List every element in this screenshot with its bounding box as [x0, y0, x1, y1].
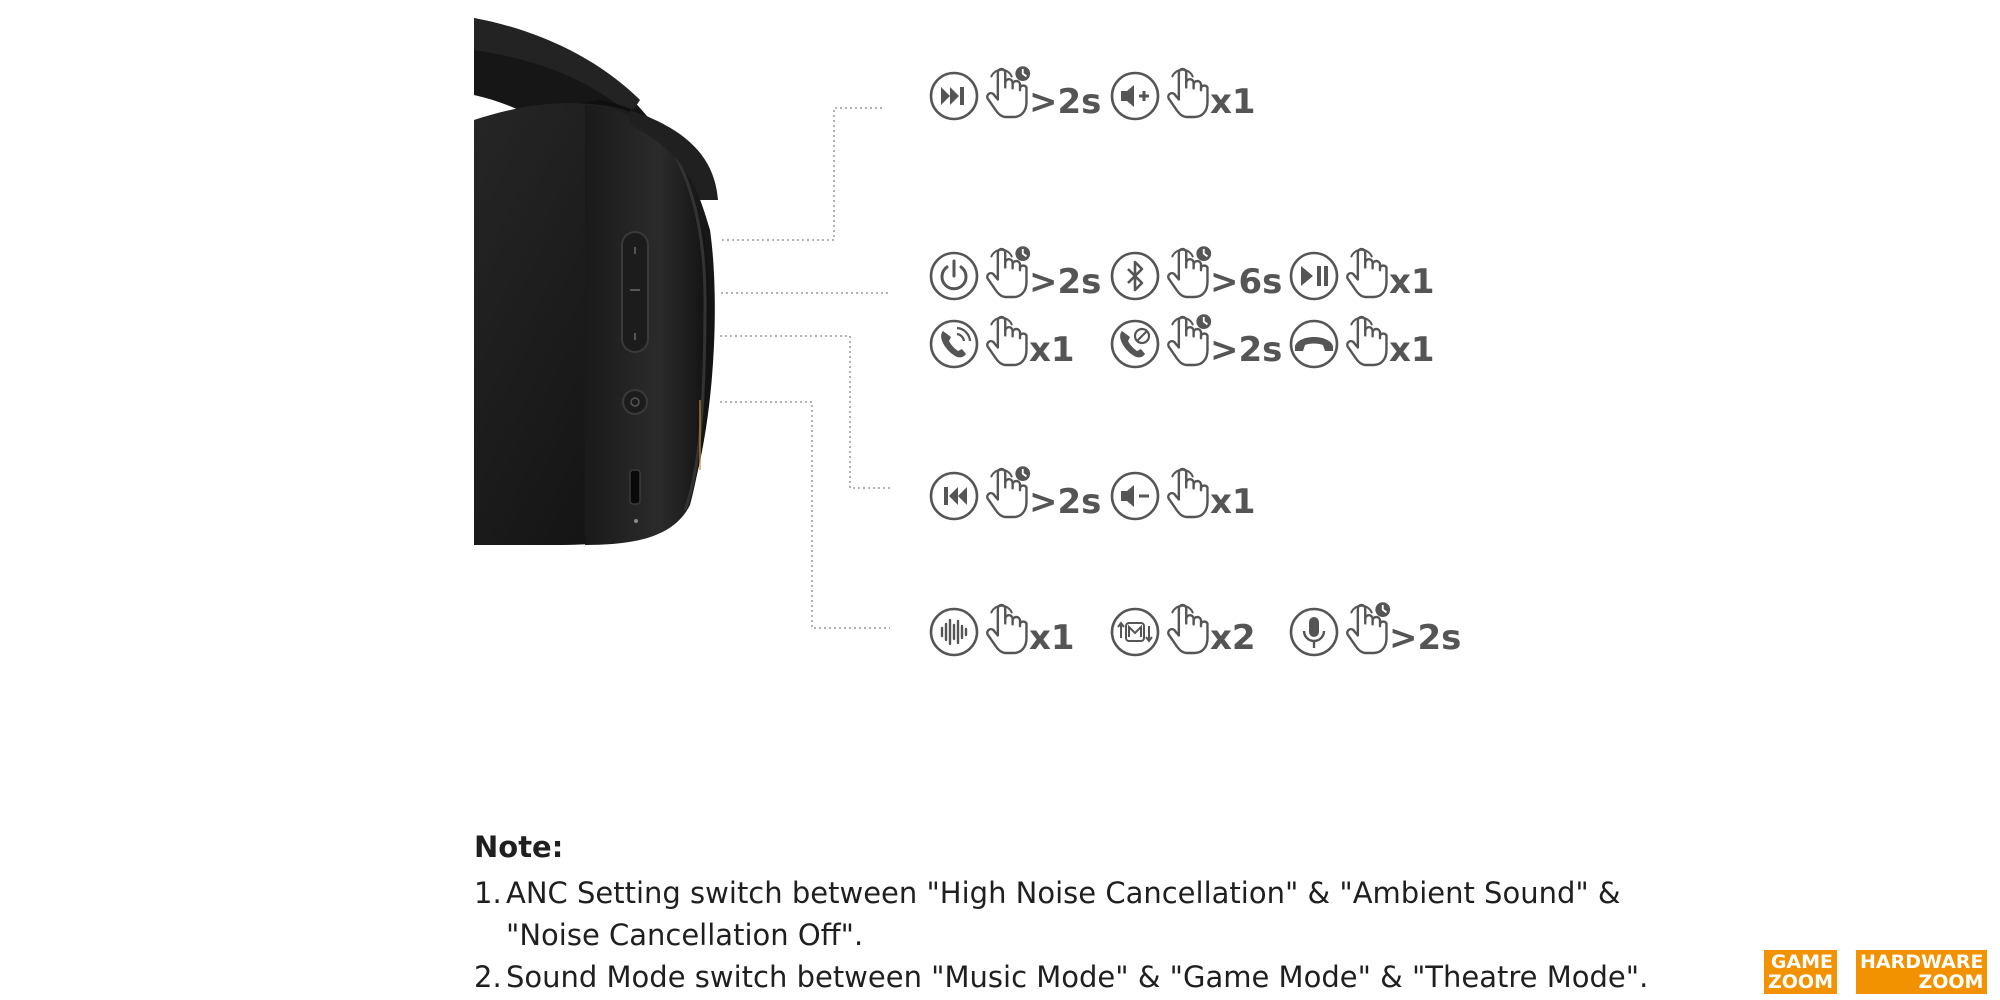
leader-line-volume-up	[720, 107, 882, 241]
note-title: Note:	[474, 830, 564, 864]
control-group: x1	[1288, 312, 1468, 372]
next-track-icon	[929, 71, 979, 121]
press-hand-icon	[1346, 247, 1388, 299]
play-pause-icon	[1289, 251, 1339, 301]
sound-mode-icon	[1110, 607, 1160, 657]
volume-down-icon	[1110, 471, 1160, 521]
bluetooth-icon	[1110, 251, 1160, 301]
press-count: >2s	[1210, 330, 1283, 370]
note-section: Note: 1.ANC Setting switch between "High…	[474, 822, 1674, 998]
press-hand-icon	[1167, 603, 1209, 655]
leader-lines	[720, 107, 890, 629]
press-hold-hand-icon	[1167, 314, 1212, 367]
control-group: >6s	[1109, 244, 1289, 304]
control-group: x2	[1109, 600, 1289, 660]
control-group: >2s	[1109, 312, 1289, 372]
control-group: x1	[1109, 64, 1289, 124]
press-count: >2s	[1029, 482, 1102, 522]
note-item-number: 2.	[474, 960, 502, 994]
press-count: >2s	[1029, 262, 1102, 302]
note-item-line: ANC Setting switch between "High Noise C…	[506, 876, 1621, 910]
control-group: >2s	[928, 244, 1108, 304]
note-item-number: 1.	[474, 876, 502, 910]
control-group: >2s	[928, 464, 1108, 524]
press-hand-icon	[1167, 67, 1209, 119]
control-group: >2s	[928, 64, 1108, 124]
note-item-line: "Noise Cancellation Off".	[506, 918, 864, 952]
press-count: x1	[1210, 482, 1256, 522]
press-hand-icon	[986, 603, 1028, 655]
press-hold-hand-icon	[986, 246, 1031, 299]
press-count: x1	[1389, 330, 1435, 370]
anc-icon	[929, 607, 979, 657]
leader-line-volume-down	[720, 335, 890, 489]
press-count: x1	[1389, 262, 1435, 302]
microphone-icon	[1289, 607, 1339, 657]
press-count: >6s	[1210, 262, 1283, 302]
control-group: >2s	[1288, 600, 1468, 660]
headphone-earcup-illustration	[474, 18, 718, 545]
previous-track-icon	[929, 471, 979, 521]
note-item: 2.Sound Mode switch between "Music Mode"…	[474, 956, 1674, 998]
press-count: x1	[1029, 618, 1075, 658]
control-group: x1	[1109, 464, 1289, 524]
control-group: x1	[928, 312, 1108, 372]
press-hold-hand-icon	[986, 466, 1031, 519]
press-hand-icon	[1346, 315, 1388, 367]
reject-call-icon	[1110, 319, 1160, 369]
end-call-icon	[1289, 319, 1339, 369]
press-hand-icon	[986, 315, 1028, 367]
note-list: 1.ANC Setting switch between "High Noise…	[474, 872, 1674, 998]
control-group: x1	[928, 600, 1108, 660]
press-count: x2	[1210, 618, 1256, 658]
press-count: x1	[1029, 330, 1075, 370]
press-hold-hand-icon	[986, 66, 1031, 119]
note-item-line: Sound Mode switch between "Music Mode" &…	[506, 960, 1649, 994]
answer-call-icon	[929, 319, 979, 369]
note-item: 1.ANC Setting switch between "High Noise…	[474, 872, 1674, 956]
leader-line-anc	[720, 401, 890, 629]
press-hand-icon	[1167, 467, 1209, 519]
press-count: x1	[1210, 82, 1256, 122]
press-hold-hand-icon	[1167, 246, 1212, 299]
volume-up-icon	[1110, 71, 1160, 121]
power-icon	[929, 251, 979, 301]
press-count: >2s	[1029, 82, 1102, 122]
press-hold-hand-icon	[1346, 602, 1391, 655]
control-group: x1	[1288, 244, 1468, 304]
press-count: >2s	[1389, 618, 1462, 658]
